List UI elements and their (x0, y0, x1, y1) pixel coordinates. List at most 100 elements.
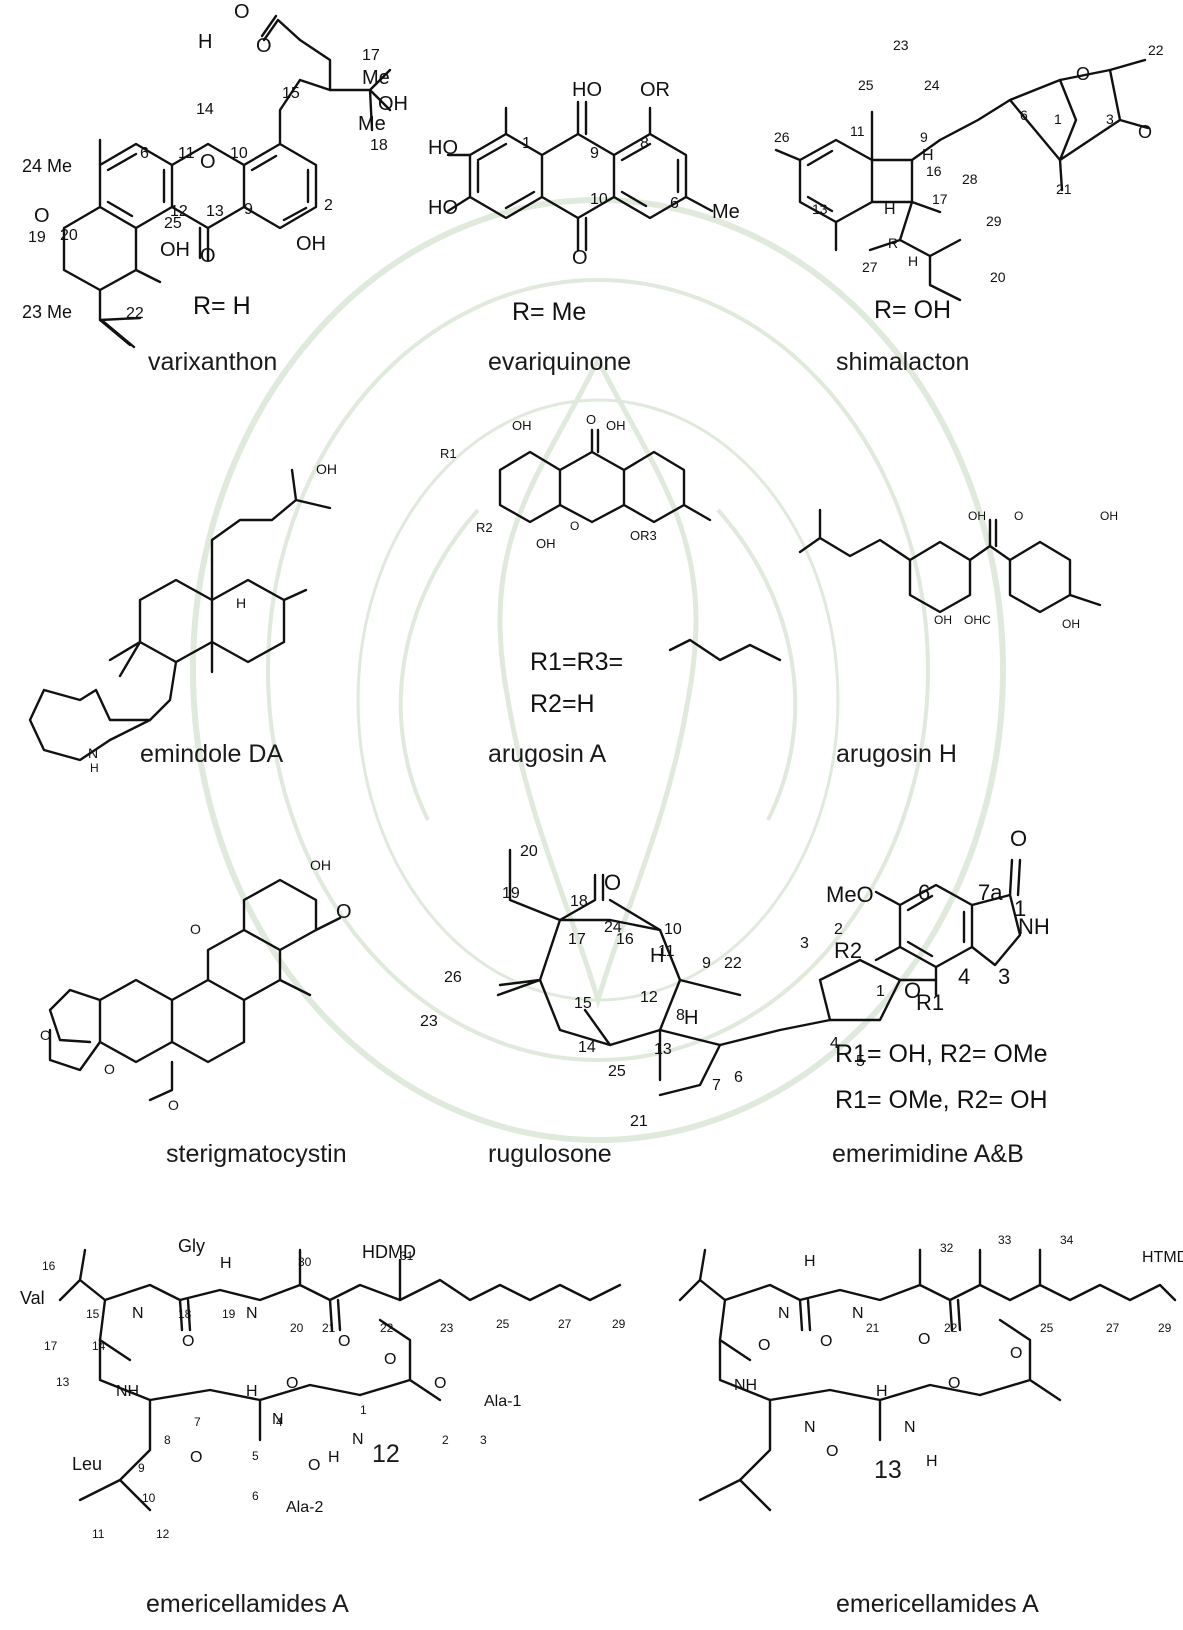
atom-label-emerimidine: R1 (916, 990, 944, 1015)
atom-label-em13: O (948, 1375, 960, 1392)
atom-label-em12: 15 (86, 1307, 100, 1321)
atom-label-rugulosone: 12 (640, 989, 658, 1006)
name-emindole-da: emindole DA (140, 740, 284, 768)
atom-label-em12: 21 (322, 1321, 336, 1335)
r-label-evariquinone: R= Me (512, 298, 587, 326)
structure-emindole (28, 468, 332, 762)
atom-label-em12: H (246, 1383, 258, 1400)
atom-label-em12: N (352, 1431, 364, 1448)
atom-label-shimalacton: 6 (1020, 107, 1028, 123)
atom-label-rugulosone: 16 (616, 931, 634, 948)
name-rugulosone: rugulosone (488, 1140, 612, 1168)
atom-label-shimalacton: O (1076, 64, 1090, 84)
atom-label-varixanthon: 10 (230, 145, 248, 162)
atom-label-em13: HTMD (1142, 1249, 1183, 1266)
atom-label-em13: 29 (1158, 1321, 1172, 1335)
atom-label-rugulosone: 5 (856, 1053, 865, 1070)
atom-label-evariquinone: 9 (590, 145, 599, 162)
atom-label-rugulosone: 9 (702, 955, 711, 972)
atom-label-rugulosone: 10 (664, 921, 682, 938)
atom-label-varixanthon: O (234, 1, 250, 23)
atom-label-em12: 22 (380, 1321, 394, 1335)
atom-label-em12: Leu (72, 1454, 102, 1474)
atom-label-em12: 20 (290, 1321, 304, 1335)
atom-label-emindole: N (88, 745, 98, 761)
atom-label-varixanthon: Me (362, 67, 390, 89)
structure-varixanthon (62, 14, 392, 349)
atom-label-emerimidine: MeO (826, 882, 874, 907)
atom-label-em13: H (926, 1453, 938, 1470)
atom-label-varixanthon: 6 (140, 145, 149, 162)
atom-label-shimalacton: 21 (1056, 181, 1072, 197)
atom-label-shimalacton: 11 (850, 123, 865, 139)
atom-label-rugulosone: 22 (724, 955, 742, 972)
atom-label-em13: 25 (1040, 1321, 1054, 1335)
atom-label-emerimidine: 6 (918, 880, 930, 905)
atom-label-em13: H (876, 1383, 888, 1400)
atom-label-shimalacton: 29 (986, 213, 1002, 229)
structure-emericellamide-12 (58, 1248, 622, 1512)
atom-label-shimalacton: 9 (920, 129, 928, 145)
atom-label-em13: N (804, 1419, 816, 1436)
atom-label-arugosin_h: OH (968, 509, 986, 523)
atom-label-evariquinone: O (572, 247, 588, 269)
atom-label-em12: 23 (440, 1321, 454, 1335)
r-label-arugosin-a-1: R1=R3= (530, 648, 624, 676)
atom-label-sterigmatocystin: O (40, 1027, 51, 1043)
atom-label-rugulosone: H (684, 1007, 698, 1029)
name-emericellamide-13: emericellamides A (836, 1590, 1039, 1618)
name-varixanthon: varixanthon (148, 348, 278, 376)
atom-label-varixanthon: 17 (362, 47, 380, 64)
atom-label-varixanthon: O (200, 245, 216, 267)
atom-label-em12: 2 (442, 1433, 449, 1447)
atom-label-varixanthon: O (256, 35, 272, 57)
structure-shimalacton (774, 58, 1150, 302)
atom-label-em12: H (220, 1255, 232, 1272)
atom-label-em12: O (190, 1449, 202, 1466)
atom-label-evariquinone: HO (428, 197, 458, 219)
atom-label-varixanthon: 14 (196, 101, 214, 118)
atom-label-em12: 5 (252, 1449, 259, 1463)
atom-label-em12: 12 (156, 1527, 170, 1541)
atom-label-rugulosone: 1 (876, 983, 885, 1000)
atom-label-emerimidine: 3 (998, 964, 1010, 989)
structure-emericellamide-13 (678, 1248, 1177, 1512)
atom-label-em13: 32 (940, 1241, 954, 1255)
structure-arugosin-a (498, 428, 782, 662)
atom-label-em12: Val (20, 1288, 45, 1308)
atom-label-em12: 1 (360, 1403, 367, 1417)
atom-label-emindole: H (236, 595, 246, 611)
atom-label-shimalacton: 23 (893, 37, 909, 53)
r-label-emerimidine-1: R1= OH, R2= OMe (835, 1040, 1048, 1068)
atom-label-emerimidine: 4 (958, 964, 970, 989)
atom-label-emindole: OH (316, 461, 337, 477)
atom-label-em12: 30 (298, 1255, 312, 1269)
atom-label-em13: O (758, 1337, 770, 1354)
atom-label-rugulosone: 18 (570, 893, 588, 910)
structure-sterigmatocystin (48, 878, 342, 1102)
atom-label-em12: 19 (222, 1307, 236, 1321)
name-sterigmatocystin: sterigmatocystin (166, 1140, 347, 1168)
atom-label-evariquinone: HO (428, 137, 458, 159)
watermark-seal-icon (190, 197, 1006, 1143)
name-emerimidine: emerimidine A&B (832, 1140, 1024, 1168)
atom-label-varixanthon: OH (160, 239, 190, 261)
atom-label-em12: 25 (496, 1317, 510, 1331)
atom-label-varixanthon: O (34, 205, 50, 227)
atom-label-evariquinone: 10 (590, 191, 608, 208)
atom-label-varixanthon: 12 (170, 203, 188, 220)
atom-label-varixanthon: 9 (244, 201, 253, 218)
atom-label-rugulosone: 15 (574, 995, 592, 1012)
atom-label-em12: O (384, 1351, 396, 1368)
name-shimalacton: shimalacton (836, 348, 970, 376)
atom-label-em12: 27 (558, 1317, 572, 1331)
atom-label-rugulosone: 21 (630, 1113, 648, 1130)
atom-label-em12: 3 (480, 1433, 487, 1447)
atom-label-shimalacton: 25 (858, 77, 874, 93)
atom-label-rugulosone: 26 (444, 969, 462, 986)
atom-label-arugosin_h: O (1014, 509, 1023, 523)
atom-label-em12: HDMD (362, 1242, 416, 1262)
name-arugosin-h: arugosin H (836, 740, 957, 768)
atom-label-em13: 27 (1106, 1321, 1120, 1335)
